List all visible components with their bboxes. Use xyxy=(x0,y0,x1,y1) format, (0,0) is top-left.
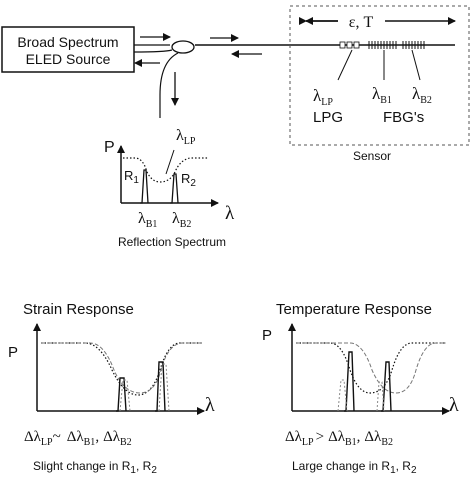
fbg-b1-grating xyxy=(368,41,397,49)
reflection-spectrum: P λ λLP R1 R2 λB1 λB2 Reflection Spectru… xyxy=(104,127,235,249)
sensor-caption: Sensor xyxy=(353,149,391,163)
strain-y-label: P xyxy=(8,344,18,361)
lpg-pointer xyxy=(337,49,353,81)
strain-title: Strain Response xyxy=(23,301,134,318)
reflection-lambda-b2-label: λB2 xyxy=(172,210,191,230)
reflection-peak-r1 xyxy=(140,169,149,204)
measurand-label: ε, T xyxy=(349,14,374,31)
strain-response-panel: Strain Response P λ ΔλLP~ΔλB1,ΔλB2 Sligh… xyxy=(8,301,215,476)
reflection-y-label: P xyxy=(104,139,115,156)
fbgs-label: FBG's xyxy=(383,109,424,126)
temperature-x-label: λ xyxy=(449,394,459,416)
strain-peak-r1 xyxy=(116,377,127,412)
temperature-caption: Large change in R1, R2 xyxy=(292,459,417,476)
strain-lpg-before xyxy=(41,342,202,396)
strain-equation: ΔλLP~ΔλB1,ΔλB2 xyxy=(24,429,132,448)
reflection-x-label: λ xyxy=(225,203,235,224)
strain-caption: Slight change in R1, R2 xyxy=(33,459,157,476)
temperature-title: Temperature Response xyxy=(276,301,432,318)
reflection-lpg-curve xyxy=(123,157,208,183)
fbg-b2-grating xyxy=(402,41,425,49)
reflection-lambda-b1-label: λB1 xyxy=(138,210,157,230)
strain-shifted-peaks xyxy=(119,363,170,412)
lpg-grating xyxy=(339,41,360,49)
sensor-lambda-b2-label: λB2 xyxy=(412,84,432,106)
temperature-peak-r2 xyxy=(381,361,392,412)
temperature-shifted-peaks xyxy=(337,379,385,412)
reflection-title: Reflection Spectrum xyxy=(118,235,226,249)
strain-x-label: λ xyxy=(205,394,215,416)
lpg-label: LPG xyxy=(313,109,343,126)
reflection-lambda-lp-label: λLP xyxy=(176,127,196,147)
temperature-y-label: P xyxy=(262,327,272,344)
source-label-line2: ELED Source xyxy=(26,51,111,67)
source-box: Broad Spectrum ELED Source xyxy=(1,26,135,73)
reflection-r2-label: R2 xyxy=(181,171,196,189)
return-fiber xyxy=(133,49,173,53)
reflection-peak-r2 xyxy=(170,173,179,204)
reflection-lp-pointer xyxy=(165,149,175,175)
temperature-response-panel: Temperature Response P λ ΔλLP>ΔλB1,ΔλB2 … xyxy=(262,301,459,476)
temperature-equation: ΔλLP>ΔλB1,ΔλB2 xyxy=(285,429,393,448)
strain-lpg-after xyxy=(41,342,202,394)
reflection-r1-label: R1 xyxy=(124,168,139,186)
sensor-lambda-lp-label: λLP xyxy=(313,86,333,108)
strain-peak-r2 xyxy=(155,361,166,412)
sensor-lambda-b1-label: λB1 xyxy=(372,84,392,106)
sensor-box xyxy=(289,5,470,146)
fbg-b2-pointer xyxy=(411,49,421,81)
temperature-lpg-after xyxy=(296,342,446,394)
source-label-line1: Broad Spectrum xyxy=(17,34,118,50)
reflection-fiber xyxy=(159,52,179,118)
coupler xyxy=(171,40,195,54)
temperature-peak-r1 xyxy=(344,351,355,412)
temperature-lpg-before xyxy=(296,342,446,394)
